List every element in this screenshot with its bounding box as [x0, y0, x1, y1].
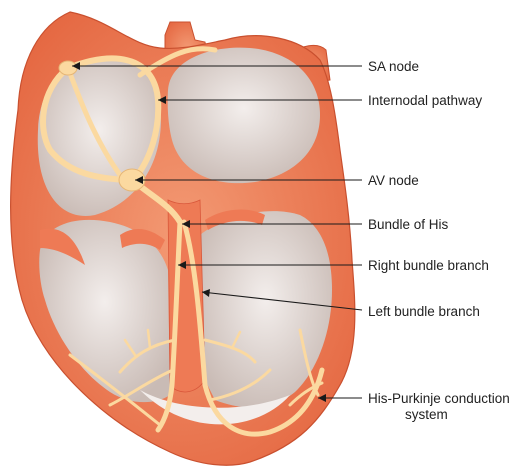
label-his-purkinje-line1: His-Purkinje conduction [368, 391, 510, 406]
label-his-purkinje-line2: system [405, 407, 448, 422]
purkinje-fiber [146, 328, 152, 350]
arrowhead [178, 261, 186, 269]
internodal-pathway-anterior [65, 55, 162, 181]
right-bundle-branch-path [155, 219, 183, 433]
leader-left-bundle-branch [201, 291, 363, 311]
conduction-system [40, 46, 325, 437]
tricuspid-valve [120, 228, 165, 250]
sa-node [58, 60, 78, 76]
arrowhead [202, 289, 210, 297]
label-bundle-of-his: Bundle of His [368, 217, 449, 232]
purkinje-fiber [298, 328, 320, 397]
heart-chambers [37, 47, 332, 425]
arrowhead [158, 96, 166, 104]
label-av-node: AV node [368, 173, 419, 188]
leader-lines [72, 62, 363, 402]
internodal-pathway-posterior [40, 65, 128, 183]
labels: SA node Internodal pathway AV node Bundl… [368, 59, 510, 422]
mitral-valve [205, 209, 265, 230]
purkinje-fiber [118, 338, 177, 374]
label-sa-node: SA node [368, 59, 419, 74]
arrowhead [182, 220, 190, 228]
left-atrium [167, 47, 320, 184]
arrowhead [135, 176, 143, 184]
purkinje-fiber [288, 381, 324, 407]
purkinje-fiber [208, 368, 272, 402]
valves [40, 209, 265, 265]
right-atrium-flap [40, 228, 85, 265]
purkinje-fiber [203, 338, 257, 364]
purkinje-fiber [68, 353, 162, 427]
purkinje-fiber [123, 338, 137, 357]
label-right-bundle-branch: Right bundle branch [368, 258, 489, 273]
arrowhead [72, 62, 80, 70]
bachmann-bundle [137, 46, 218, 78]
purkinje-fiber [108, 368, 175, 407]
left-bundle-branch-path [181, 219, 325, 437]
ventricle-base [140, 390, 290, 425]
label-left-bundle-branch: Left bundle branch [368, 304, 480, 319]
arrowhead [318, 394, 326, 402]
left-ventricle [199, 211, 332, 408]
internodal-pathway-middle [65, 65, 123, 178]
purkinje-fiber [230, 330, 242, 350]
label-internodal-pathway: Internodal pathway [368, 93, 482, 108]
